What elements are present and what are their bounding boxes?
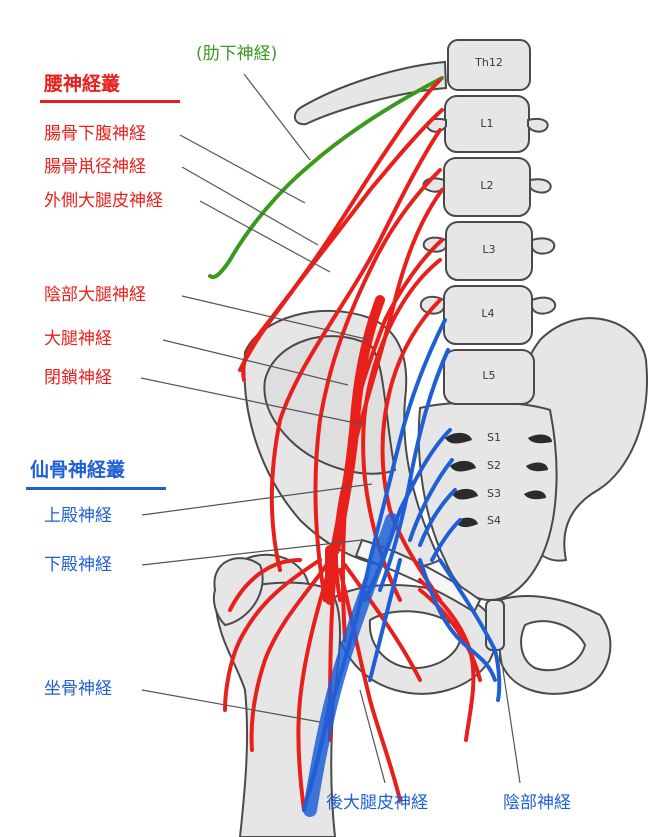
pudendal-label: 陰部神経 xyxy=(503,793,571,813)
vertebra-th12 xyxy=(447,39,531,91)
superior-gluteal-label: 上殿神経 xyxy=(44,506,112,526)
lumbar-title-underline xyxy=(40,100,180,103)
vertebra-l3 xyxy=(445,221,533,281)
iliohypogastric-label: 腸骨下腹神経 xyxy=(44,124,146,144)
lumbar-plexus-title: 腰神経叢 xyxy=(44,73,121,95)
pubic-symphysis xyxy=(485,599,505,651)
lateral-femoral-cutaneous-label: 外側大腿皮神経 xyxy=(44,191,163,211)
label-l3: L3 xyxy=(482,243,495,256)
ilioinguinal-label: 腸骨鼡径神経 xyxy=(44,157,146,177)
label-s4: S4 xyxy=(487,514,501,527)
posterior-femoral-cutaneous-label: 後大腿皮神経 xyxy=(326,793,428,813)
label-th12: Th12 xyxy=(474,56,503,69)
genitofemoral-label: 陰部大腿神経 xyxy=(44,285,146,305)
sacral-title-underline xyxy=(26,487,166,490)
sciatic-nerve-trunk xyxy=(303,513,399,817)
obturator-label: 閉鎖神経 xyxy=(44,368,112,388)
obturator-foramen-right xyxy=(520,620,587,672)
label-l2: L2 xyxy=(480,179,493,192)
sacral-foramina-shapes xyxy=(445,432,552,528)
label-l5: L5 xyxy=(482,369,495,382)
femoral-label: 大腿神経 xyxy=(44,329,112,349)
label-l4: L4 xyxy=(481,307,494,320)
label-l1: L1 xyxy=(480,117,493,130)
vertebra-l5 xyxy=(443,349,535,405)
subcostal-nerve-label: (肋下神経) xyxy=(196,44,278,64)
transverse-process xyxy=(529,178,552,194)
inferior-gluteal-label: 下殿神経 xyxy=(44,555,112,575)
sciatic-label: 坐骨神経 xyxy=(44,679,112,699)
label-s3: S3 xyxy=(487,487,501,500)
transverse-process xyxy=(531,296,557,315)
obturator-foramen xyxy=(368,610,462,670)
vertebral-column xyxy=(419,39,557,405)
femoral-nerve-trunk xyxy=(330,295,385,555)
label-s1: S1 xyxy=(487,431,501,444)
rib-12 xyxy=(293,60,448,126)
vertebra-l4 xyxy=(443,285,533,345)
subcostal-nerve xyxy=(208,76,444,279)
sacrum xyxy=(417,401,558,602)
leader-lines xyxy=(140,73,521,784)
transverse-process xyxy=(527,118,549,133)
sacral-plexus-title: 仙骨神経叢 xyxy=(30,459,126,481)
transverse-process xyxy=(531,237,556,255)
label-s2: S2 xyxy=(487,459,501,472)
bones xyxy=(212,39,648,837)
greater-trochanter xyxy=(212,557,264,627)
